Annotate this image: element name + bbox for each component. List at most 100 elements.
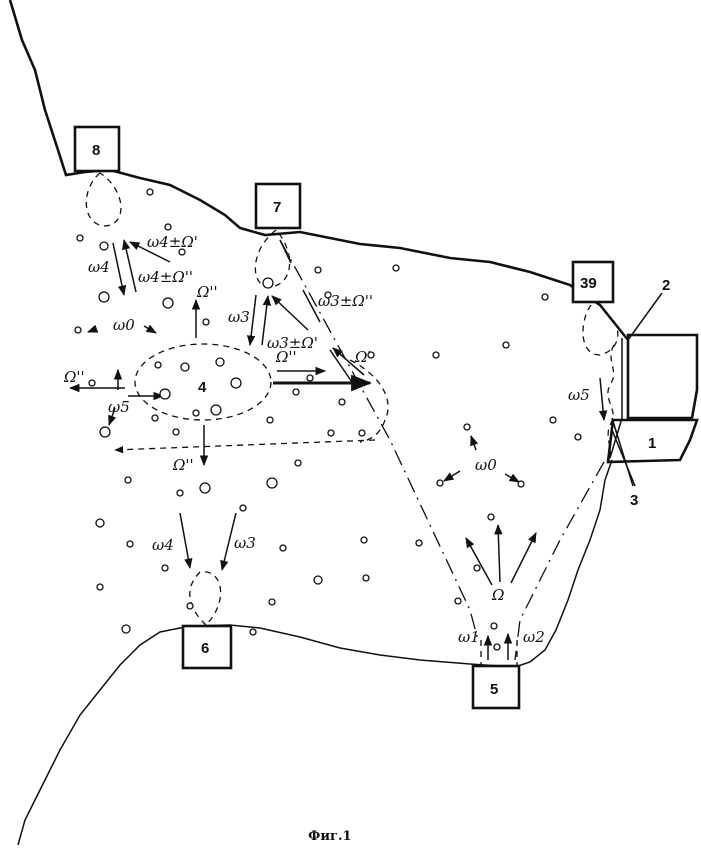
bubble [488,514,494,520]
svg-text:ω5: ω5 [568,386,590,404]
svg-text:Ω'': Ω'' [172,456,194,474]
bubble [125,477,131,483]
bubble [491,623,497,629]
svg-text:Ω'': Ω'' [196,283,218,301]
bubble [231,378,241,388]
drop-8 [86,173,121,226]
bubble [267,478,277,488]
bubble [437,480,443,486]
bubble [99,292,109,302]
callout-3-line [612,430,635,486]
block-8: 8 [75,127,119,171]
svg-text:ω0: ω0 [475,456,497,474]
drop-7 [255,230,289,287]
bubble [89,380,95,386]
bubble [163,298,173,308]
bubble [550,417,556,423]
bubble [77,235,83,241]
svg-text:39: 39 [580,275,597,292]
figure-caption: Фиг.1 [308,829,352,844]
dashdot-line-left [280,240,478,640]
bubble [314,576,322,584]
bubble [122,625,130,633]
bubble [361,537,367,543]
bubble [75,327,81,333]
svg-text:ω4: ω4 [152,536,174,554]
svg-text:ω3: ω3 [228,308,250,326]
bubble [165,224,171,230]
bubble [307,375,313,381]
bubble [97,584,103,590]
bubble [181,363,189,371]
bubble [147,189,153,195]
lower-boundary [18,625,515,845]
callout-3: 3 [630,492,638,509]
block-5: 5 [473,666,519,708]
svg-text:Ω'': Ω'' [63,368,85,386]
bubble [295,460,301,466]
bubble [359,430,365,436]
bubble [575,434,581,440]
bubble [160,389,170,399]
bubble [328,430,334,436]
bubble [280,545,286,551]
bubble [455,598,461,604]
bubble [155,362,161,368]
bubble [416,540,422,546]
bubble [433,352,439,358]
bubble [503,342,509,348]
svg-text:ω1: ω1 [458,628,480,646]
bubble [518,481,524,487]
bubble [363,575,369,581]
bubble [250,629,256,635]
svg-text:Ω: Ω [491,586,504,604]
svg-text:ω4: ω4 [88,258,110,276]
callout-2: 2 [662,277,670,294]
bubble [203,319,209,325]
bubble [368,352,374,358]
svg-text:ω4±Ω': ω4±Ω' [147,233,198,251]
bubble [200,483,210,493]
bubble [152,415,158,421]
block-6: 6 [183,626,231,668]
callout-3-line [612,418,633,486]
bubble [162,565,168,571]
bubble [464,424,470,430]
dashed-return-line [115,440,375,450]
bubble [474,565,480,571]
bubble [96,519,104,527]
bubble [211,405,221,415]
block-1-label: 1 [648,435,656,452]
bubble [173,429,179,435]
bubble [187,603,193,609]
block-7: 7 [256,184,300,228]
bubble [494,644,500,650]
svg-text:ω3: ω3 [234,534,256,552]
bubble [100,242,108,250]
callout-2-line [628,293,662,340]
svg-text:8: 8 [92,142,100,159]
block-39: 39 [573,262,613,302]
svg-text:5: 5 [490,681,498,698]
svg-text:ω2: ω2 [523,628,545,646]
bubble [542,294,548,300]
bubble [179,249,185,255]
bubble [193,410,199,416]
zone-4-label: 4 [198,379,207,396]
drop-6 [190,572,221,625]
bubble [393,265,399,271]
svg-text:Ω'': Ω'' [275,348,297,366]
bubble [263,278,273,288]
bubble [339,399,345,405]
bubble [269,599,275,605]
svg-text:ω4±Ω'': ω4±Ω'' [138,268,193,286]
bubble [127,541,133,547]
bubble [177,490,183,496]
svg-text:ω0: ω0 [113,316,135,334]
bubble [293,389,299,395]
svg-text:7: 7 [273,199,281,216]
bubble [240,505,246,511]
bubbles [75,189,581,650]
bubble [325,292,331,298]
